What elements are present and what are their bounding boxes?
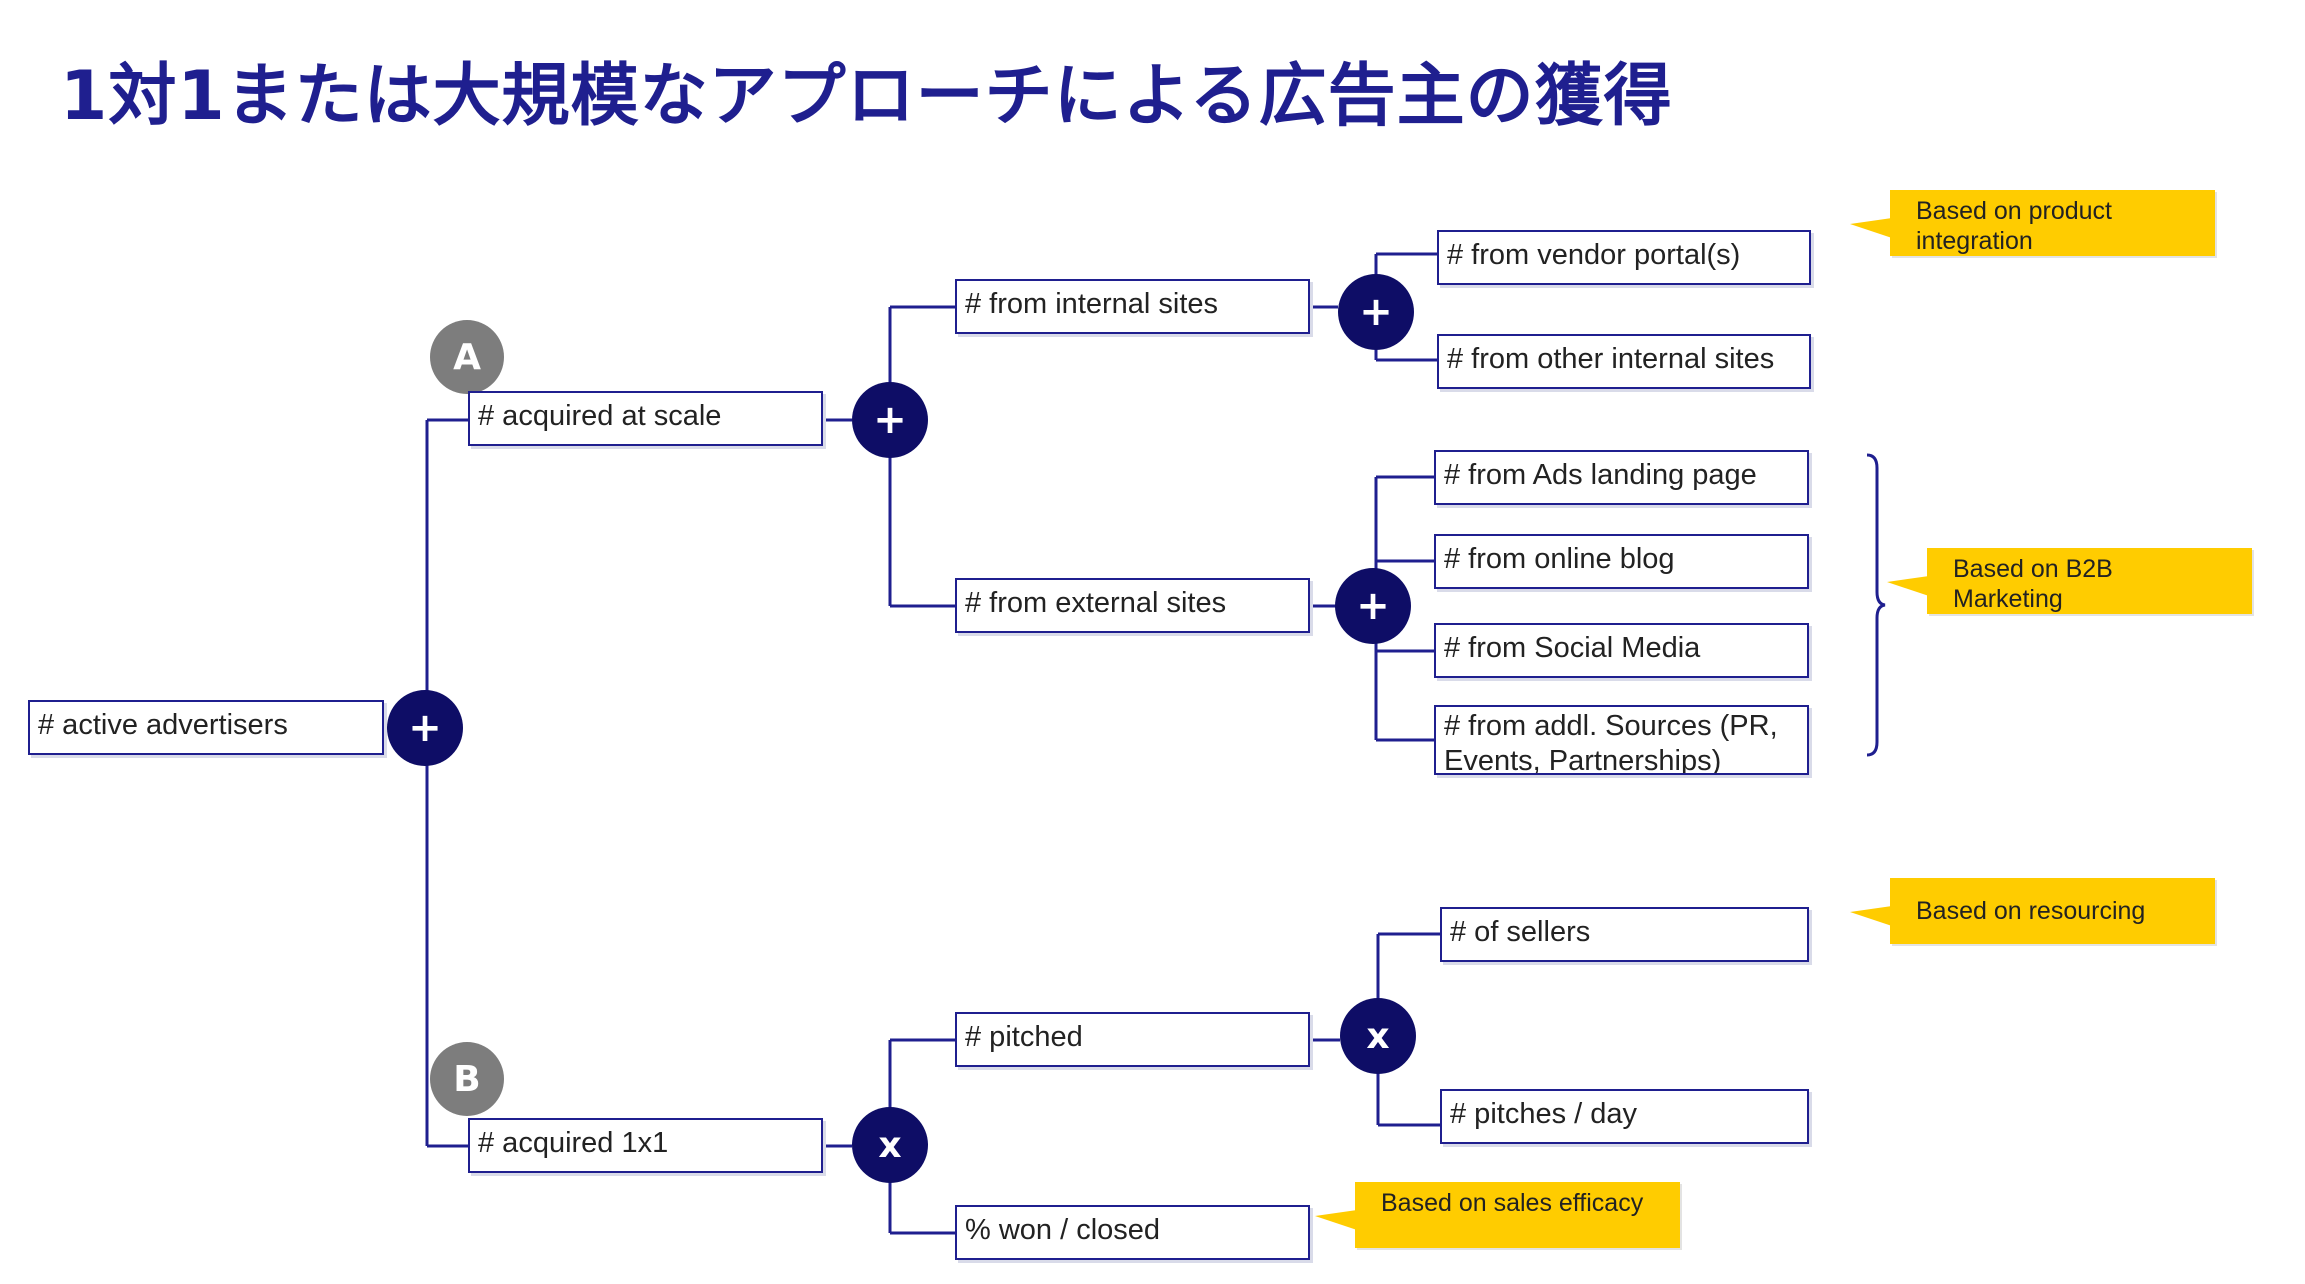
vendor-portal-box: # from vendor portal(s)	[1437, 230, 1811, 285]
addl-sources-box: # from addl. Sources (PR, Events, Partne…	[1434, 705, 1809, 775]
pitched-times-node: x	[1340, 998, 1416, 1074]
root-plus-node: +	[387, 690, 463, 766]
online-blog-box: # from online blog	[1434, 534, 1809, 589]
callout-product-integration: Based on product integration	[1850, 190, 2215, 256]
badge-b: B	[430, 1042, 504, 1116]
callout-sales-efficacy: Based on sales efficacy	[1315, 1182, 1680, 1248]
ads-landing-page-box: # from Ads landing page	[1434, 450, 1809, 505]
sellers-box: # of sellers	[1440, 907, 1809, 962]
active-advertisers-box: # active advertisers	[28, 700, 384, 755]
social-media-box: # from Social Media	[1434, 623, 1809, 678]
callout-resourcing: Based on resourcing	[1850, 878, 2215, 944]
other-internal-sites-box: # from other internal sites	[1437, 334, 1811, 389]
page-title: 1対1または大規模なアプローチによる広告主の獲得	[60, 57, 1673, 136]
badge-a: A	[430, 320, 504, 394]
pitches-per-day-box: # pitches / day	[1440, 1089, 1809, 1144]
external-sites-box: # from external sites	[955, 578, 1310, 633]
scale-plus-node: +	[852, 382, 928, 458]
acquired-1x1-times-node: x	[852, 1107, 928, 1183]
won-closed-box: % won / closed	[955, 1205, 1310, 1260]
internal-plus-node: +	[1338, 274, 1414, 350]
acquired-at-scale-box: # acquired at scale	[468, 391, 823, 446]
acquired-1x1-box: # acquired 1x1	[468, 1118, 823, 1173]
callout-b2b-marketing: Based on B2B Marketing	[1887, 548, 2252, 614]
internal-sites-box: # from internal sites	[955, 279, 1310, 334]
pitched-box: # pitched	[955, 1012, 1310, 1067]
external-plus-node: +	[1335, 568, 1411, 644]
